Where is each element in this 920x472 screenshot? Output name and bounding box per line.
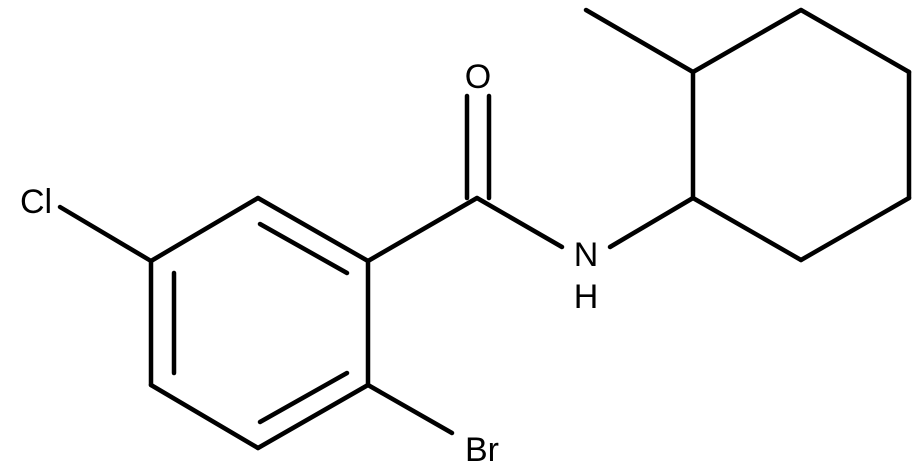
benzene-ring xyxy=(148,195,371,451)
ring-bond-c3-c4 xyxy=(255,382,371,451)
bond-ring-to-carbonyl xyxy=(365,195,480,264)
cyclohexane-bond-5 xyxy=(798,195,912,263)
ring-bond-c1-c2 xyxy=(255,195,371,264)
bromine-atom-label: Br xyxy=(465,431,499,469)
bond-methyl xyxy=(583,7,696,75)
cyclohexane-bond-2 xyxy=(690,7,804,75)
bond-nitrogen-to-cyclohexyl xyxy=(607,195,696,250)
cyclohexane-ring xyxy=(690,7,912,263)
bond-carbonyl-to-nitrogen xyxy=(474,195,565,250)
ring-double-bond-inner-bottom xyxy=(257,370,350,425)
bond-ring-to-chlorine xyxy=(57,204,154,264)
cyclohexane-bond-3 xyxy=(798,7,912,75)
ring-double-bond-inner-top xyxy=(257,221,350,276)
nitrogen-atom-label: N xyxy=(574,236,599,274)
bond-ring-to-bromine xyxy=(365,382,455,436)
ring-bond-c4-c5 xyxy=(148,382,261,451)
hydrogen-atom-label: H xyxy=(574,278,599,316)
oxygen-atom-label: O xyxy=(465,58,491,96)
ring-bond-c6-c1 xyxy=(148,195,261,264)
chlorine-atom-label: Cl xyxy=(20,183,52,221)
cyclohexane-bond-6 xyxy=(690,195,804,263)
